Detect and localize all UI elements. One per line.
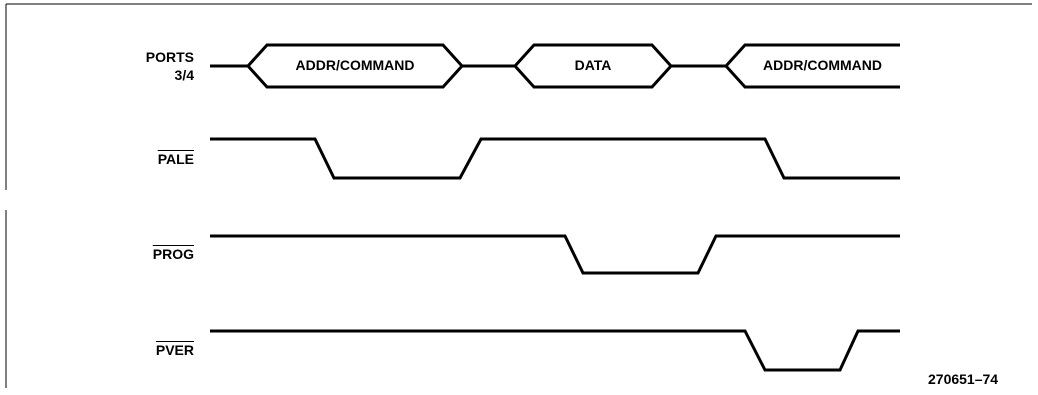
pale-label: PALE: [120, 150, 194, 168]
prog-label-text: PROG: [152, 246, 194, 262]
figure-id: 270651–74: [928, 371, 999, 387]
bus-segment-3-label: ADDR/COMMAND: [763, 57, 882, 73]
frame-border: [5, 3, 1032, 388]
bus-segment-2-label: DATA: [574, 57, 612, 73]
pale-label-text: PALE: [157, 151, 194, 167]
prog-label: PROG: [120, 245, 194, 263]
ports-label-line2: 3/4: [174, 67, 194, 83]
ports-bus-waveform: [210, 43, 900, 89]
pver-label: PVER: [120, 341, 194, 359]
pver-waveform: [210, 329, 900, 372]
ports-label-line1: PORTS: [145, 49, 194, 65]
ports-label: PORTS 3/4: [120, 48, 194, 84]
pale-waveform: [210, 137, 900, 180]
bus-segment-3-shape: [723, 43, 900, 89]
pver-label-text: PVER: [155, 342, 194, 358]
prog-waveform: [210, 234, 900, 275]
bus-segment-1-label: ADDR/COMMAND: [295, 57, 415, 73]
